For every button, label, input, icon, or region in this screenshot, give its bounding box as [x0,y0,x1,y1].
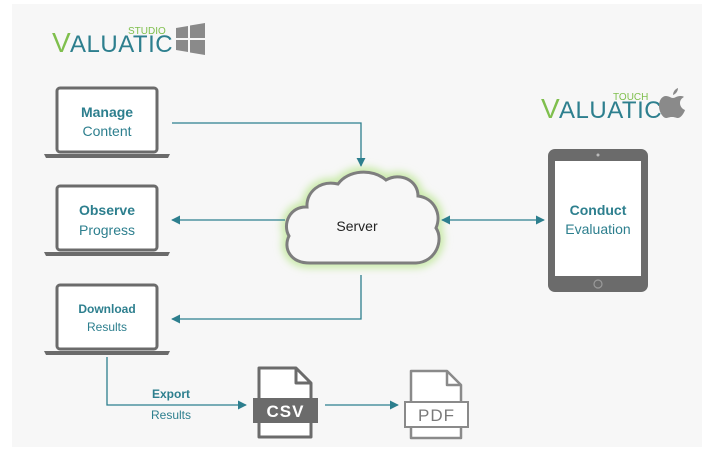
server-label: Server [336,218,378,234]
server-cloud: Server [281,167,445,268]
studio-logo-v: V [52,27,71,58]
touch-logo: TOUCH V ALUATIC [541,88,685,124]
apple-icon [659,88,685,118]
tablet-title: Conduct [570,202,627,218]
laptop-observe-progress: Observe Progress [44,184,170,256]
export-subtitle: Results [151,408,191,422]
laptop-download-title: Download [78,302,135,316]
export-title: Export [152,387,190,401]
touch-logo-wordmark: ALUATIC [559,97,662,124]
laptop-observe-subtitle: Progress [79,222,135,238]
studio-logo-wordmark: ALUATIC [70,31,173,58]
studio-logo-tag: STUDIO [128,26,166,37]
laptop-manage-content: Manage Content [44,86,170,158]
connectors [106,122,545,410]
laptop-download-subtitle: Results [87,320,127,334]
pdf-file-icon: PDF [404,369,469,440]
laptop-manage-title: Manage [81,104,133,120]
studio-logo: STUDIO V ALUATIC [52,23,205,58]
arrow-download-to-csv [106,357,247,410]
arrow-server-to-download [171,275,362,324]
tablet-conduct-evaluation: Conduct Evaluation [548,149,648,292]
windows-icon [176,23,205,55]
pdf-label: PDF [418,406,455,425]
csv-label: CSV [267,402,305,421]
laptop-observe-title: Observe [79,202,135,218]
csv-file-icon: CSV [253,366,318,439]
touch-logo-v: V [541,93,560,124]
touch-logo-tag: TOUCH [613,92,648,103]
laptop-manage-subtitle: Content [82,123,131,139]
tablet-subtitle: Evaluation [565,221,630,237]
arrow-manage-to-server [172,122,366,167]
laptop-download-results: Download Results [44,283,170,355]
export-label: Export Results [151,387,191,422]
